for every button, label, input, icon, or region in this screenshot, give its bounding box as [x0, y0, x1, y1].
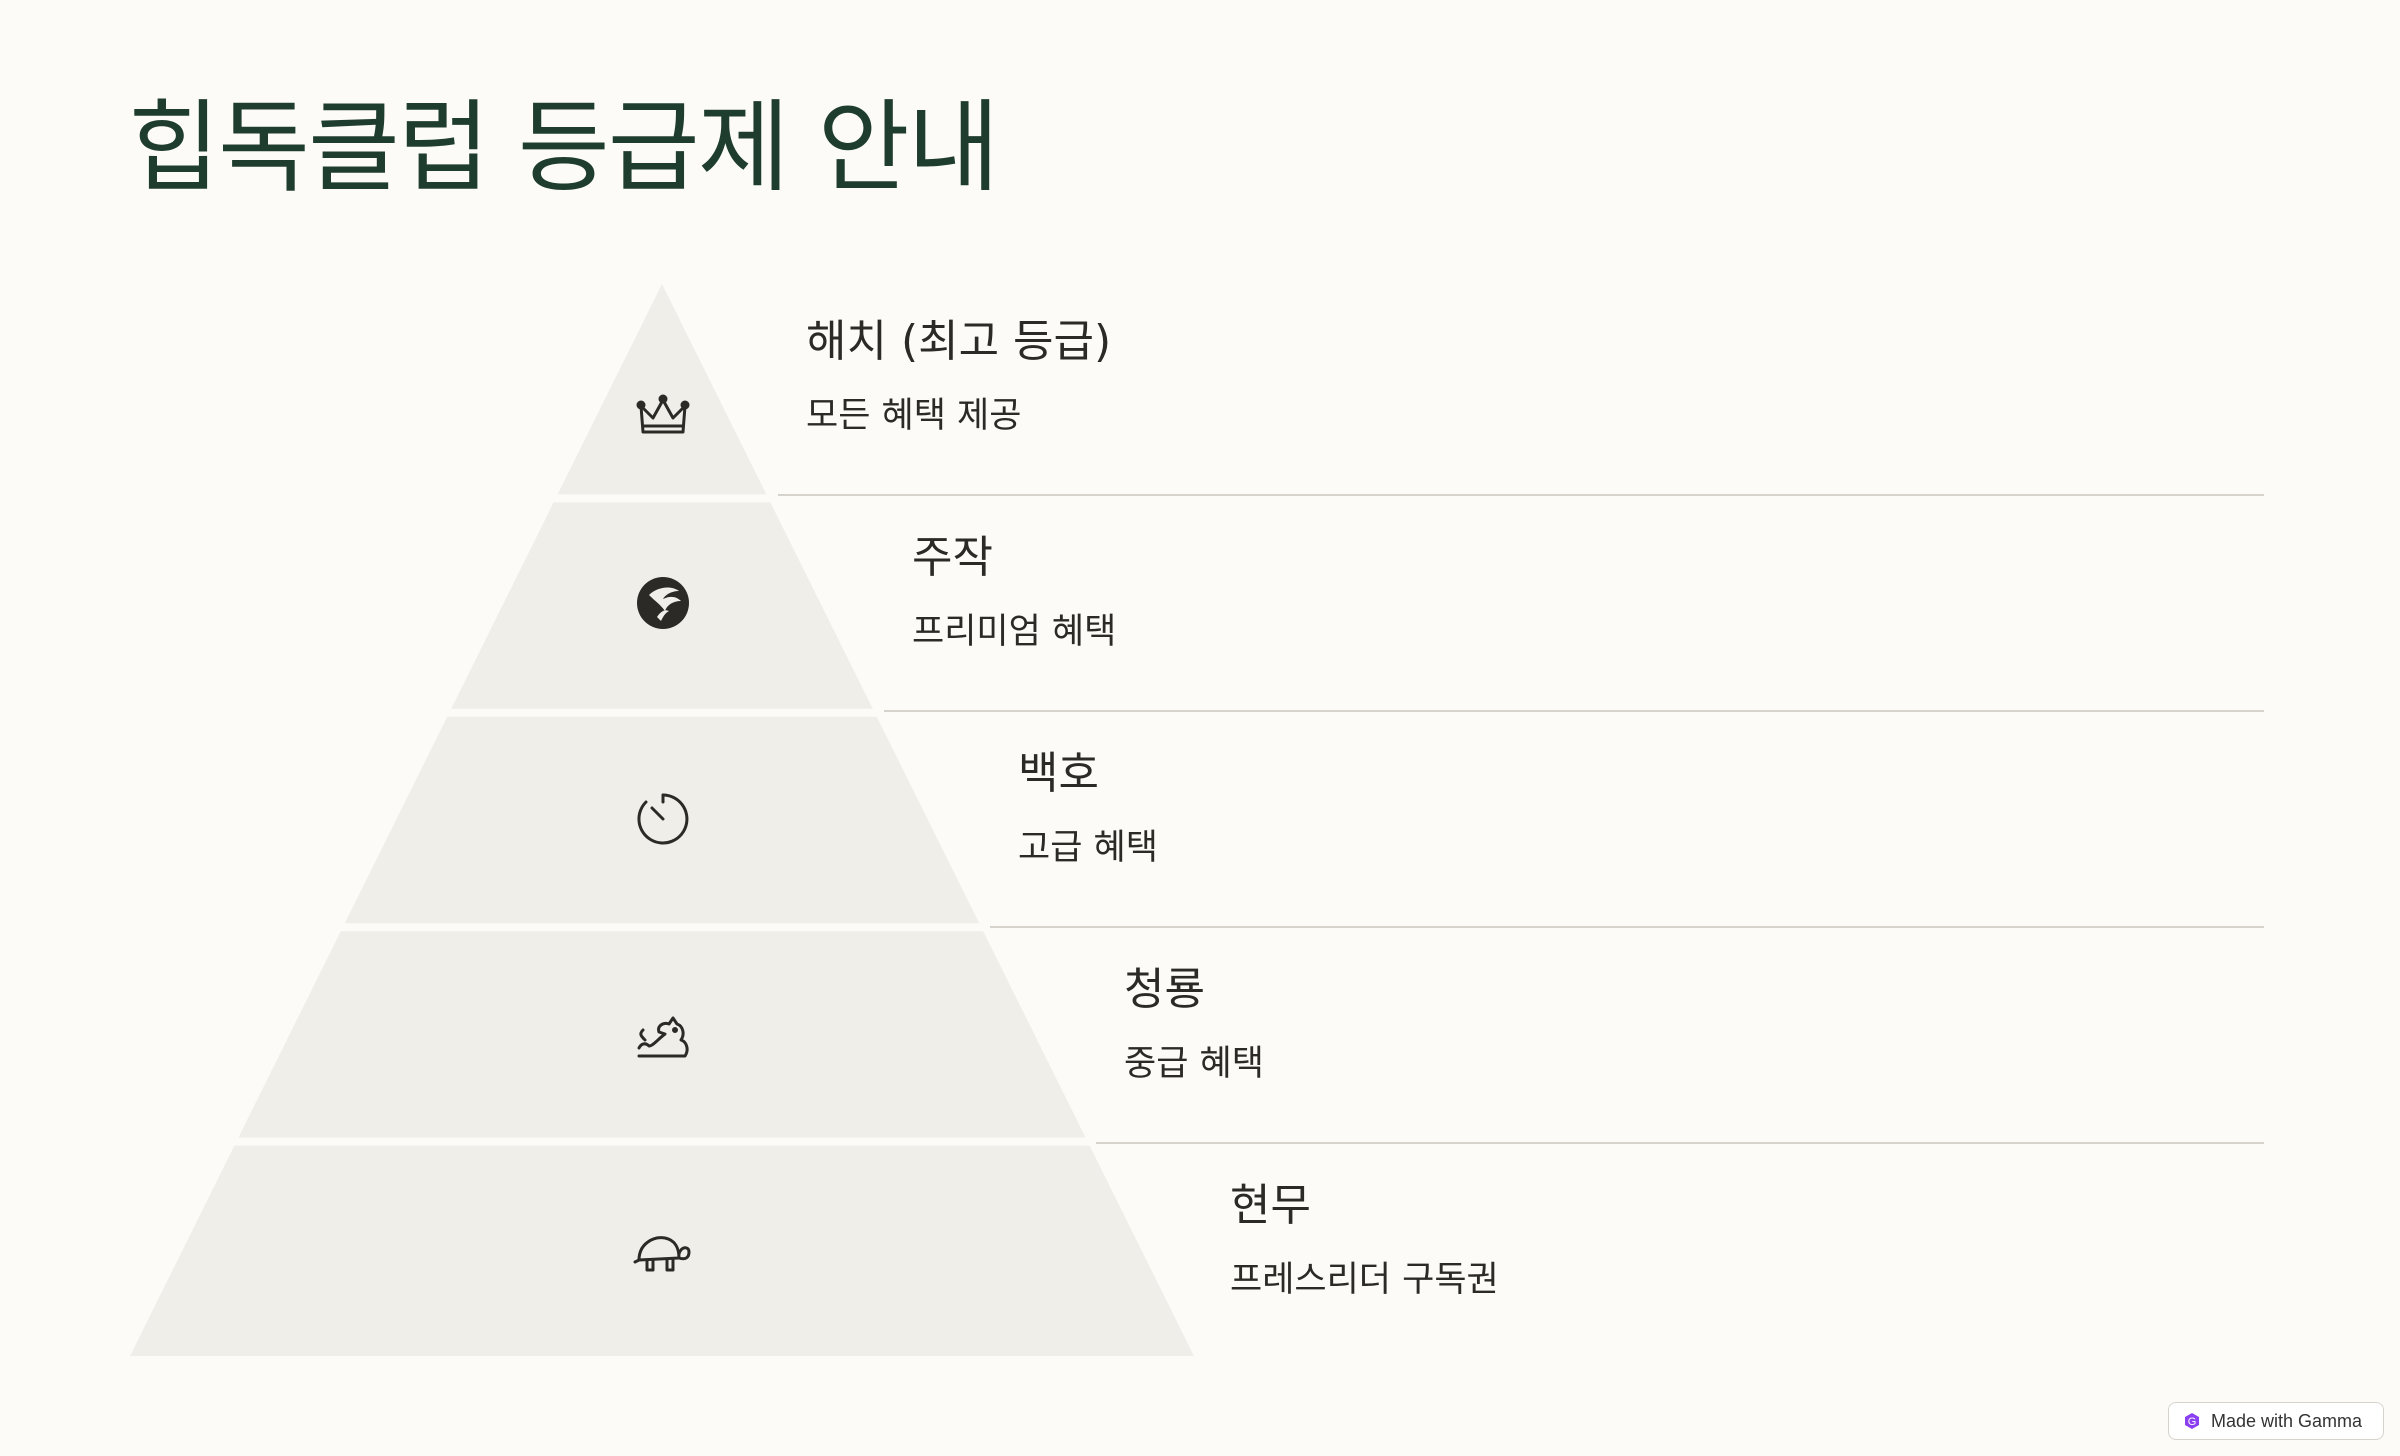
phoenix-icon	[637, 577, 689, 629]
pyramid-tier-1	[557, 284, 767, 495]
tier-description: 모든 혜택 제공	[806, 395, 1022, 436]
tier-divider	[1096, 1142, 2264, 1144]
timer-icon	[637, 793, 689, 845]
tier-2-text: 주작 프리미엄 혜택	[912, 532, 1116, 653]
crown-icon	[636, 394, 690, 434]
tier-5-text: 현무 프레스리더 구독권	[1230, 1180, 1499, 1301]
tier-1-text: 해치 (최고 등급) 모든 혜택 제공	[806, 316, 1111, 437]
turtle-icon	[633, 1236, 691, 1272]
tier-title: 해치 (최고 등급)	[806, 316, 1112, 367]
tier-3-text: 백호 고급 혜택	[1018, 748, 1158, 869]
dragon-icon	[637, 1016, 689, 1058]
tier-title: 현무	[1230, 1180, 1311, 1231]
tier-divider	[884, 710, 2264, 712]
tier-title: 백호	[1018, 748, 1099, 799]
tier-divider	[990, 926, 2264, 928]
tier-description: 고급 혜택	[1018, 827, 1158, 868]
svg-text:G: G	[2188, 1416, 2197, 1428]
pyramid-tier-5	[130, 1145, 1194, 1356]
tier-title: 주작	[912, 532, 993, 583]
badge-label: Made with Gamma	[2211, 1410, 2363, 1431]
tier-description: 중급 혜택	[1124, 1043, 1264, 1084]
gamma-logo-icon: G	[2185, 1413, 2199, 1429]
tier-description: 프리미엄 혜택	[912, 611, 1117, 652]
page-title: 힙독클럽 등급제 안내	[128, 89, 1000, 206]
tier-description: 프레스리더 구독권	[1230, 1259, 1499, 1300]
tier-title: 청룡	[1124, 964, 1205, 1015]
tier-divider	[778, 494, 2264, 496]
made-with-gamma-badge[interactable]: G Made with Gamma	[2168, 1402, 2384, 1440]
tier-4-text: 청룡 중급 혜택	[1124, 964, 1264, 1085]
